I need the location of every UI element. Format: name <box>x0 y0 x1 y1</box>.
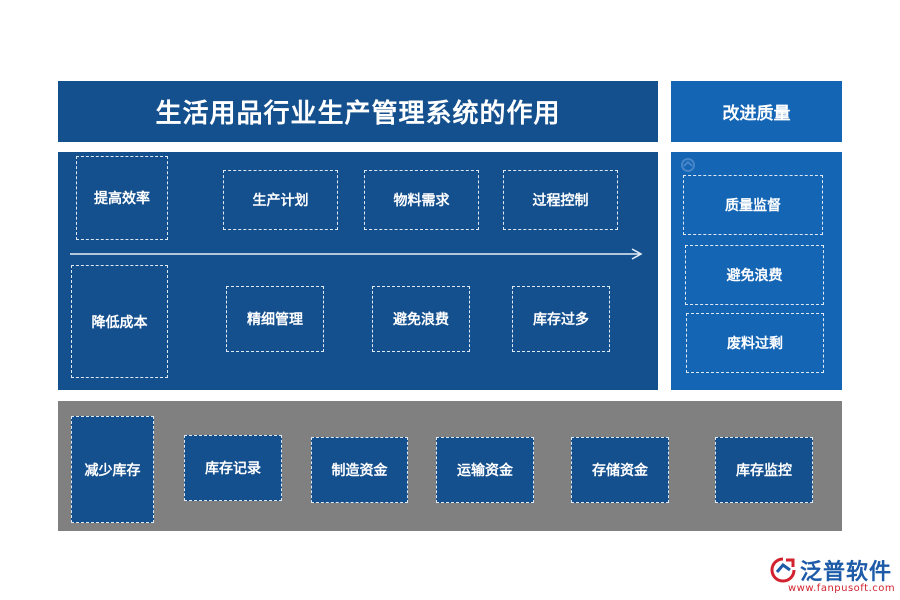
title-bar: 生活用品行业生产管理系统的作用 <box>58 81 658 142</box>
efficiency-item-box: 生产计划 <box>223 170 338 230</box>
quality-item-box: 废料过剩 <box>686 313 824 373</box>
cost-item-label: 精细管理 <box>247 312 303 328</box>
inventory-label: 减少库存 <box>84 462 141 479</box>
flow-arrow <box>70 248 643 260</box>
inventory-item-label: 库存监控 <box>736 463 792 479</box>
main-panel <box>58 152 658 390</box>
quality-panel <box>671 152 842 390</box>
cost-item-box: 精细管理 <box>226 286 324 352</box>
efficiency-item-box: 物料需求 <box>364 170 479 230</box>
cost-label: 降低成本 <box>91 314 148 331</box>
quality-header-label: 改进质量 <box>722 104 791 124</box>
quality-item-label: 质量监督 <box>725 198 781 214</box>
brand-name: 泛普软件 <box>800 560 893 585</box>
inventory-label-box: 减少库存 <box>71 416 154 523</box>
efficiency-item-label: 物料需求 <box>393 193 450 209</box>
efficiency-item-label: 生产计划 <box>252 193 309 209</box>
inventory-item-box: 制造资金 <box>311 437 408 503</box>
cost-item-box: 库存过多 <box>512 286 610 352</box>
inventory-item-box: 库存记录 <box>184 435 282 501</box>
cost-item-label: 避免浪费 <box>393 312 449 328</box>
brand-logo-icon <box>770 557 796 583</box>
inventory-item-label: 存储资金 <box>592 463 648 479</box>
inventory-item-label: 运输资金 <box>457 463 513 479</box>
inventory-item-box: 运输资金 <box>436 437 534 503</box>
quality-item-box: 质量监督 <box>683 175 823 235</box>
brand-url: www.fanpusoft.com <box>788 583 896 594</box>
cost-item-box: 避免浪费 <box>372 286 470 352</box>
quality-item-label: 废料过剩 <box>727 336 783 352</box>
watermark-logo-icon <box>681 158 695 172</box>
quality-item-label: 避免浪费 <box>726 268 783 284</box>
quality-header: 改进质量 <box>671 81 842 142</box>
quality-item-box: 避免浪费 <box>685 245 824 305</box>
page-title: 生活用品行业生产管理系统的作用 <box>155 99 561 129</box>
brand-logo: 泛普软件 www.fanpusoft.com <box>768 554 896 596</box>
inventory-item-label: 库存记录 <box>205 461 261 477</box>
cost-item-label: 库存过多 <box>533 312 589 328</box>
inventory-item-box: 库存监控 <box>715 437 813 503</box>
watermark-logo <box>680 156 780 174</box>
efficiency-item-box: 过程控制 <box>503 170 618 230</box>
inventory-item-box: 存储资金 <box>571 437 669 503</box>
efficiency-label: 提高效率 <box>94 191 150 207</box>
cost-label-box: 降低成本 <box>71 265 168 378</box>
efficiency-label-box: 提高效率 <box>76 156 168 240</box>
efficiency-item-label: 过程控制 <box>532 193 589 209</box>
inventory-item-label: 制造资金 <box>331 463 388 479</box>
